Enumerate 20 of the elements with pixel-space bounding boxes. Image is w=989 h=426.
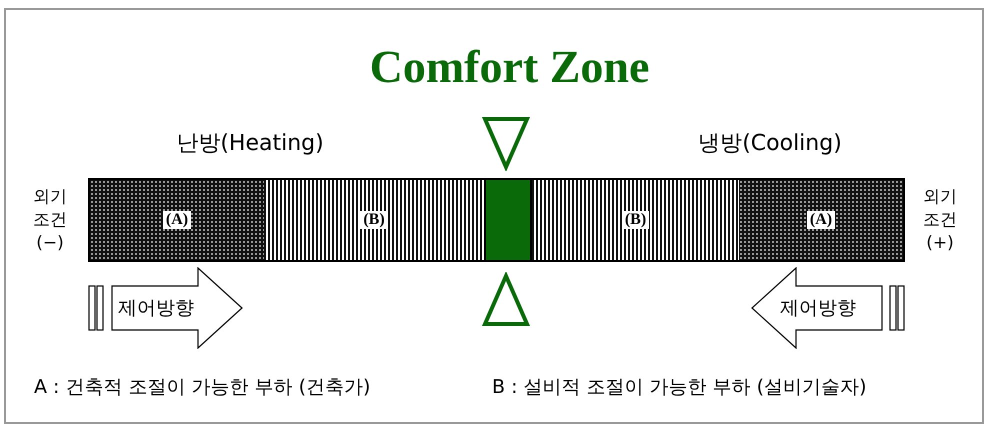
segment-label: (B)	[622, 211, 650, 229]
segment-label: (A)	[162, 211, 192, 229]
patterned-segment	[739, 180, 903, 260]
key-note: B : 설비적 조절이 가능한 부하 (설비기술자)	[492, 375, 866, 400]
comfort-zone-box	[484, 180, 532, 260]
side-label: 외기 조건 (+)	[922, 186, 958, 255]
key-note: A : 건축적 조절이 가능한 부하 (건축가)	[34, 375, 370, 400]
title: Comfort Zone	[368, 40, 650, 93]
block-arrow	[88, 267, 244, 349]
arrow-label: 제어방향	[118, 296, 194, 321]
segment-label: (A)	[806, 211, 836, 229]
striped-segment	[264, 180, 484, 260]
segment-label: (B)	[360, 211, 388, 229]
striped-segment	[532, 180, 739, 260]
mode-heading: 냉방(Cooling)	[697, 130, 843, 158]
side-label: 외기 조건 (−)	[32, 186, 68, 255]
mode-heading: 난방(Heating)	[175, 130, 325, 158]
patterned-segment	[90, 180, 264, 260]
block-arrow	[750, 267, 906, 349]
arrow-label: 제어방향	[780, 296, 856, 321]
